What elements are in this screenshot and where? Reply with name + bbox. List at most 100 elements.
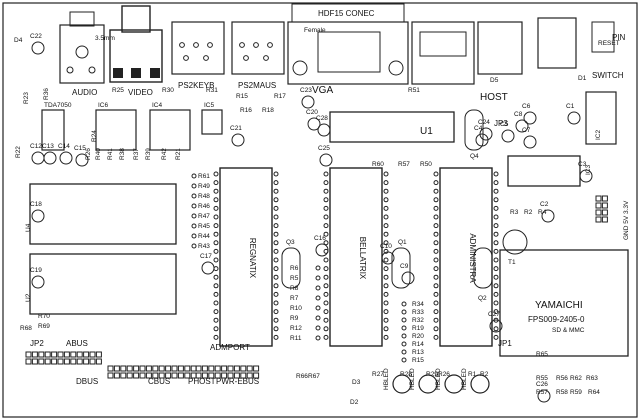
- chip-pin: [383, 180, 389, 186]
- chip-pin: [383, 223, 389, 229]
- chip-pin: [323, 188, 329, 194]
- capacitor: C19: [30, 267, 45, 289]
- admport-label: ADMPORT: [210, 343, 250, 352]
- chip-pin: [493, 240, 499, 246]
- chip-pin: [213, 214, 219, 220]
- ps2-keyboard-connector: PS2KEYB: [171, 21, 225, 90]
- top-resistor-label: R17: [274, 93, 286, 100]
- video-rca: VIDEO: [109, 5, 163, 97]
- capacitor: C28: [316, 115, 331, 137]
- capacitor-label: C15: [74, 145, 86, 152]
- tda-label: TDA7050: [44, 102, 72, 109]
- ic2-label: IC2: [595, 130, 602, 141]
- capacitor: C16: [314, 235, 329, 257]
- capacitor: C21: [230, 125, 245, 147]
- capacitor-label: C12: [30, 143, 42, 150]
- r57-label: R57: [398, 161, 410, 168]
- reg-resistor-label: R47: [198, 213, 210, 220]
- chip-pin: [383, 334, 389, 340]
- chip-pin: [433, 180, 439, 186]
- r65-label: R65: [536, 351, 548, 358]
- chip-pin: [273, 326, 279, 332]
- chip-pin: [213, 180, 219, 186]
- chip-pin: [383, 300, 389, 306]
- power-label: GND 5V 3.3V: [623, 200, 630, 240]
- admin-resistor-label: R15: [412, 357, 424, 364]
- u4-label: U4: [25, 223, 32, 232]
- admin-resistor-label: R14: [412, 341, 424, 348]
- bottom-resistor-label: R56: [556, 375, 568, 382]
- capacitor-label: C6: [522, 103, 531, 110]
- sd-sub-label: SD & MMC: [552, 327, 585, 334]
- ps2-mouse-connector: PS2MAUS: [231, 21, 285, 90]
- r4-label: R4: [538, 209, 547, 216]
- chip-pin: [213, 171, 219, 177]
- capacitor: C18: [30, 201, 45, 223]
- chip-pin: [493, 283, 499, 289]
- chip-pin: [493, 266, 499, 272]
- chip-pin: [433, 334, 439, 340]
- crystal-q2: Q2: [473, 247, 493, 302]
- chip-pin: [213, 309, 219, 315]
- capacitor: C1: [566, 103, 581, 125]
- capacitor-label: C10: [380, 243, 392, 250]
- chip-pin: [213, 223, 219, 229]
- d3-label: D3: [352, 379, 361, 386]
- capacitor-label: C18: [30, 201, 42, 208]
- jp2-label: JP2: [30, 339, 44, 348]
- sd-brand-label: YAMAICHI: [535, 300, 583, 311]
- resistor-pad: [315, 315, 321, 321]
- chip-pin: [433, 205, 439, 211]
- resistor-labels: R61R49R48R46R47R45R44R43R6R5R8R7R10R9R12…: [14, 37, 600, 406]
- bella-resistor-label: R9: [290, 315, 299, 322]
- resistor-pad: [191, 193, 197, 199]
- hb-led: HBLED: [461, 368, 490, 394]
- resistor-pad: [315, 305, 321, 311]
- ic6-chip: IC6: [95, 102, 137, 151]
- capacitor-label: C13: [42, 143, 54, 150]
- r2-label: R2: [524, 209, 533, 216]
- jack-size-label: 3.5mm: [95, 35, 115, 42]
- chip-pin: [323, 231, 329, 237]
- chip-pin: [493, 188, 499, 194]
- admin-resistor-label: R32: [412, 317, 424, 324]
- vga-header-label: HDF15 CONEC: [318, 9, 375, 18]
- r60-label: R60: [372, 161, 384, 168]
- d4-label: D4: [14, 37, 23, 44]
- chip-pin: [383, 188, 389, 194]
- top-resistor-label: R16: [240, 107, 252, 114]
- bella-resistor-label: R7: [290, 295, 299, 302]
- chip-pin: [493, 300, 499, 306]
- resistor-pad: [191, 183, 197, 189]
- capacitor-label: C3: [578, 161, 587, 168]
- resistor-pad: [401, 301, 407, 307]
- chip-pin: [433, 188, 439, 194]
- capacitor: C5: [500, 121, 515, 143]
- q1-label: Q1: [398, 239, 407, 246]
- jp1-label: JP1: [498, 339, 512, 348]
- chip-pin: [273, 240, 279, 246]
- capacitor-label: C21: [230, 125, 242, 132]
- chip-pin: [213, 257, 219, 263]
- r50-label: R50: [420, 161, 432, 168]
- sd-part-label: FPS009-2405-0: [528, 315, 585, 324]
- admin-resistor-label: R34: [412, 301, 424, 308]
- chip-pin: [493, 248, 499, 254]
- top-resistor-label: R31: [206, 87, 218, 94]
- chip-pin: [493, 171, 499, 177]
- q4-label: Q4: [470, 153, 479, 160]
- capacitor: C9: [400, 263, 415, 285]
- chip-pin: [323, 180, 329, 186]
- capacitor: C20: [306, 109, 321, 131]
- left-resistor-label: R38: [119, 148, 126, 160]
- chip-pin: [383, 214, 389, 220]
- ps2maus-label: PS2MAUS: [238, 81, 276, 90]
- chip-pin: [323, 300, 329, 306]
- audio-jack: 3.5mm AUDIO: [59, 11, 115, 97]
- tda-chip: TDA7050: [41, 102, 72, 151]
- chip-pin: [493, 223, 499, 229]
- chip-pin: [433, 266, 439, 272]
- chip-pin: [323, 223, 329, 229]
